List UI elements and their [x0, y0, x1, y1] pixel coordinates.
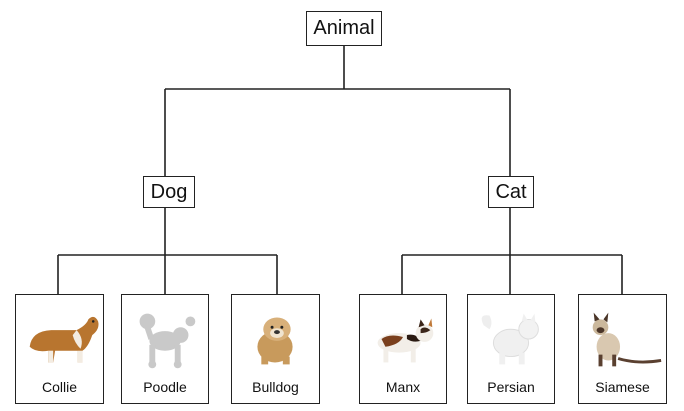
node-animal: Animal [306, 11, 382, 46]
leaf-poodle: Poodle [121, 294, 209, 404]
leaf-poodle-label: Poodle [143, 379, 187, 395]
leaf-persian: Persian [467, 294, 555, 404]
node-dog: Dog [143, 176, 195, 208]
manx-cat-icon [377, 318, 434, 363]
node-dog-label: Dog [150, 180, 188, 203]
leaf-collie-label: Collie [41, 379, 77, 395]
siamese-cat-icon [592, 312, 662, 367]
bulldog-icon [257, 317, 293, 365]
leaf-manx: Manx [359, 294, 447, 404]
persian-cat-icon [481, 313, 539, 365]
leaf-collie: Collie [15, 294, 104, 404]
poodle-dog-icon [139, 313, 196, 369]
leaf-bulldog: Bulldog [231, 294, 320, 404]
leaf-siamese: Siamese [578, 294, 667, 404]
node-animal-label: Animal [313, 17, 375, 39]
leaf-manx-label: Manx [385, 379, 421, 395]
leaf-bulldog-label: Bulldog [252, 379, 299, 395]
node-cat: Cat [488, 176, 534, 208]
leaf-siamese-label: Siamese [595, 379, 650, 395]
leaf-persian-label: Persian [487, 379, 535, 395]
node-cat-label: Cat [495, 180, 527, 203]
collie-dog-icon [29, 316, 99, 363]
